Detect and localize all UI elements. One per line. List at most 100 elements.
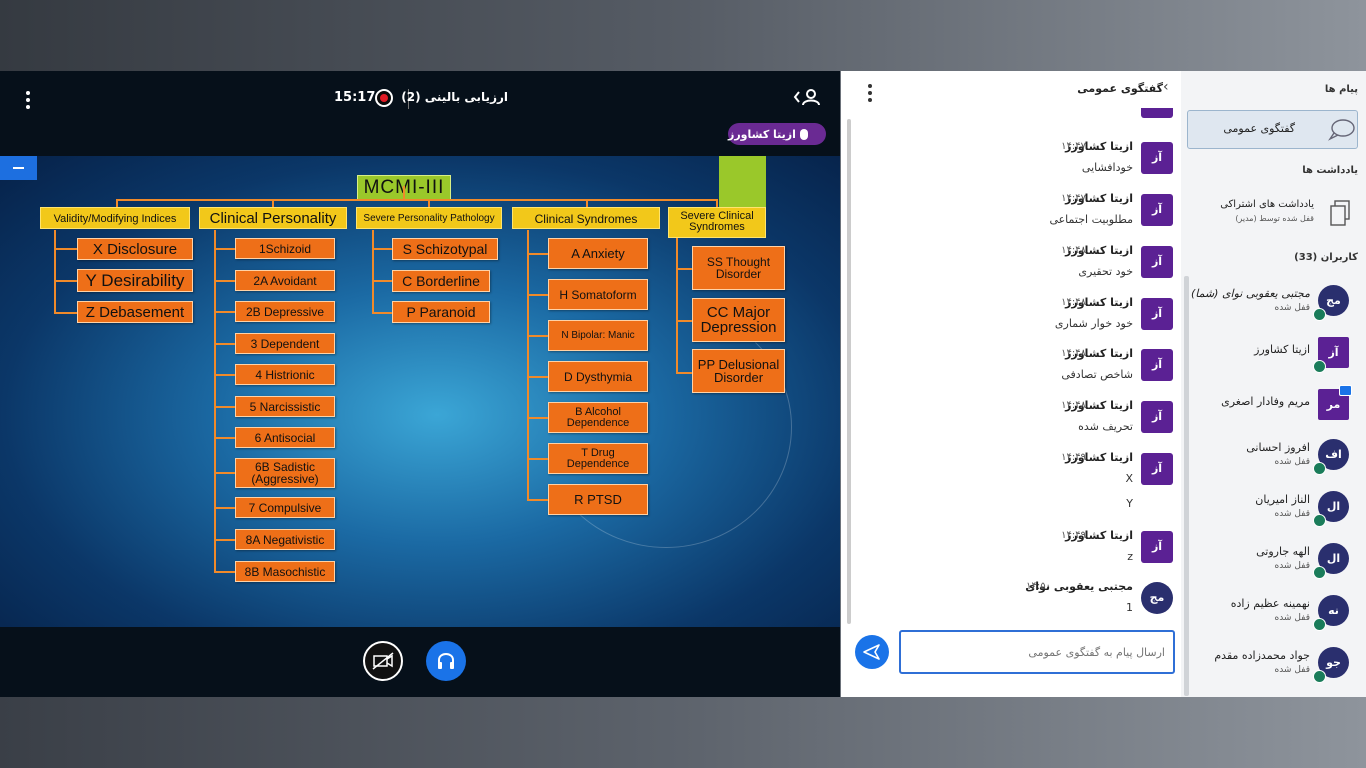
user-item[interactable]: آز ازیتا کشاورز [1181, 333, 1366, 383]
avatar: آز [1141, 349, 1173, 381]
user-item[interactable]: جو جواد محمدزاده مقدم قفل شده [1181, 643, 1366, 693]
connector-line [527, 253, 548, 255]
minimize-presentation-button[interactable] [0, 156, 37, 180]
connector-line [214, 280, 235, 282]
chat-message: آز ازیتا کشاورز ۱۴:۴۸ شاخص تصادفی [861, 344, 1181, 390]
user-list-toggle[interactable] [793, 88, 821, 110]
connector-line [214, 343, 235, 345]
backdrop-bottom [0, 697, 1366, 768]
chat-message: آز ازیتا کشاورز ۱۴:۴۷ خودافشایی [861, 137, 1181, 183]
more-options-icon[interactable] [26, 91, 30, 109]
chat-title: گفتگوی عمومی [1077, 82, 1163, 95]
avatar: آز [1141, 453, 1173, 485]
connector-line [54, 312, 77, 314]
connector-line [527, 335, 548, 337]
sender-name: ازیتا کشاورز [1065, 296, 1133, 309]
scale-box: X Disclosure [77, 238, 193, 260]
camera-off-button[interactable] [363, 641, 403, 681]
message-text: مطلوبیت اجتماعی [1049, 213, 1133, 226]
connector-line [716, 199, 718, 207]
record-icon[interactable] [375, 89, 393, 107]
user-item[interactable]: مج مجتبی یعقوبی نوای (شما) قفل شده [1181, 281, 1366, 331]
avatar: آز [1141, 298, 1173, 330]
avatar: مج [1141, 582, 1173, 614]
scale-box: SS Thought Disorder [692, 246, 785, 290]
scale-box: A Anxiety [548, 238, 648, 269]
scale-box: 7 Compulsive [235, 497, 335, 518]
users-heading: کاربران (33) [1294, 252, 1358, 263]
connector-line [372, 248, 392, 250]
public-chat-label: گفتگوی عمومی [1223, 122, 1295, 135]
public-chat-item[interactable]: گفتگوی عمومی [1187, 110, 1358, 149]
sender-name: مجتبی یعقوبی نوای [1025, 580, 1133, 593]
avatar: آز [1141, 401, 1173, 433]
scale-box: 4 Histrionic [235, 364, 335, 385]
user-name: افروز احسانی [1246, 441, 1310, 454]
message-time: ۱۴:۴۸ [1061, 400, 1086, 411]
chat-message: آز ازیتا کشاورز ۱۴:۴۸ خود خوار شماری [861, 293, 1181, 339]
user-item[interactable]: ال الناز امیریان قفل شده [1181, 487, 1366, 537]
chat-panel: گفتگوی عمومی ‹ آز ازیتا کشاورز ۱۴:۴۷ خود… [841, 71, 1181, 697]
user-item[interactable]: نه نهمینه عظیم زاده قفل شده [1181, 591, 1366, 641]
connector-line [676, 268, 692, 270]
connector-line [527, 376, 548, 378]
connector-line [214, 437, 235, 439]
send-message-button[interactable] [855, 635, 889, 669]
chat-options-icon[interactable] [868, 84, 872, 102]
connector-line [214, 311, 235, 313]
connector-line [676, 230, 678, 374]
avatar: آز [1141, 194, 1173, 226]
sender-name: ازیتا کشاورز [1065, 244, 1133, 257]
scale-box: 2A Avoidant [235, 270, 335, 291]
chevron-left-icon[interactable]: ‹ [1163, 79, 1169, 95]
user-name: الناز امیریان [1255, 493, 1310, 506]
scale-box: D Dysthymia [548, 361, 648, 392]
scale-box: 6 Antisocial [235, 427, 335, 448]
chat-bubble-icon [1328, 119, 1355, 141]
backdrop-top [0, 0, 1366, 71]
scale-box: B Alcohol Dependence [548, 402, 648, 433]
connector-line [527, 294, 548, 296]
user-lock-status: قفل شده [1274, 303, 1310, 313]
shared-notes-status: قفل شده توسط (مدیر) [1235, 214, 1314, 223]
connector-line [54, 280, 77, 282]
category-clinical-personality: Clinical Personality [199, 207, 347, 229]
presentation-slide: MCMI-III Validity/Modifying Indices Clin… [0, 156, 840, 627]
user-name: نهمینه عظیم زاده [1230, 597, 1310, 610]
sender-name: ازیتا کشاورز [1065, 399, 1133, 412]
user-item[interactable]: اف افروز احسانی قفل شده [1181, 435, 1366, 485]
user-list-scrollbar[interactable] [1184, 276, 1189, 696]
user-icon [793, 89, 820, 106]
shared-notes-item[interactable]: یادداشت های اشتراکی قفل شده توسط (مدیر) [1187, 194, 1358, 234]
scale-box: 3 Dependent [235, 333, 335, 354]
presenter-icon [1339, 385, 1352, 396]
message-text: شاخص تصادفی [1061, 368, 1133, 381]
chat-message: آز ازیتا کشاورز ۱۴:۴۹ X Y [861, 448, 1181, 518]
message-time: ۱۴:۴۷ [1061, 141, 1086, 152]
scale-box: P Paranoid [392, 301, 490, 323]
notes-icon [1330, 200, 1350, 226]
user-lock-status: قفل شده [1274, 509, 1310, 519]
user-item[interactable]: ال الهه جاروتی قفل شده [1181, 539, 1366, 589]
headphones-icon [438, 653, 454, 669]
connector-line [527, 458, 548, 460]
recording-time: 15:17 [334, 90, 376, 105]
connector-line [214, 571, 235, 573]
message-text: z [1127, 550, 1133, 563]
chat-message: آز ازیتا کشاورز ۱۴:۴۸ تحریف شده [861, 396, 1181, 442]
chat-scrollbar[interactable] [847, 119, 851, 624]
chat-message-input[interactable] [899, 630, 1175, 674]
message-text: خودافشایی [1081, 161, 1133, 174]
audio-button[interactable] [426, 641, 466, 681]
connector-line [676, 320, 692, 322]
user-item[interactable]: مر مریم وفادار اصغری [1181, 385, 1366, 435]
scale-box: 5 Narcissistic [235, 396, 335, 417]
status-icon [1313, 618, 1326, 631]
status-icon [1313, 308, 1326, 321]
scale-box: S Schizotypal [392, 238, 498, 260]
user-name: مریم وفادار اصغری [1221, 395, 1310, 408]
header-divider [408, 89, 409, 109]
shared-notes-title: یادداشت های اشتراکی [1220, 199, 1314, 210]
scale-box: 8B Masochistic [235, 561, 335, 582]
connector-line [214, 230, 216, 573]
